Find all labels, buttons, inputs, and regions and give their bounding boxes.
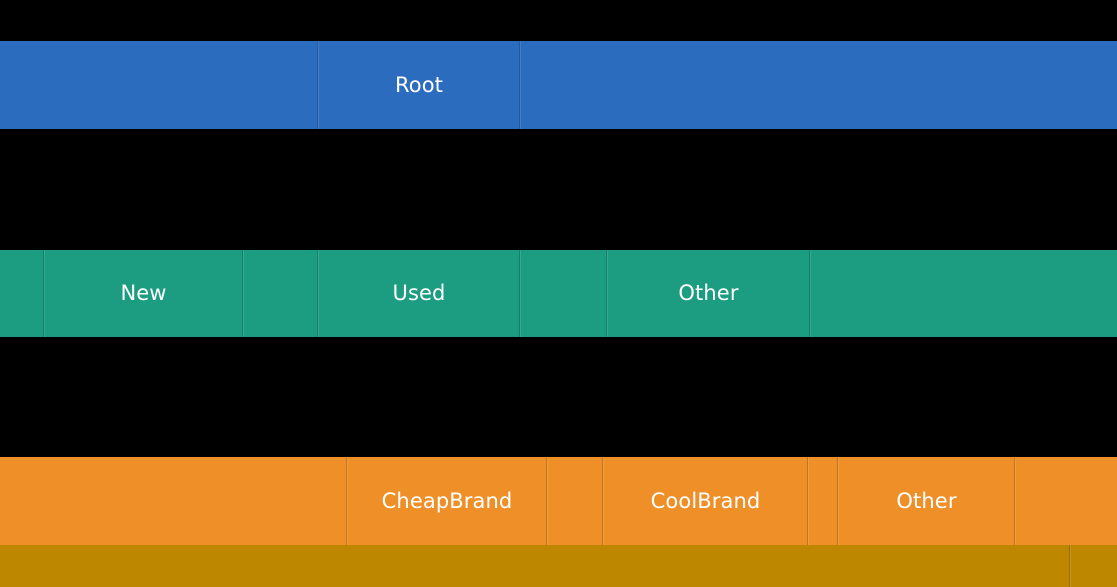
- node-brand-4[interactable]: [808, 457, 838, 545]
- node-category-4[interactable]: [520, 250, 607, 337]
- node-root-2[interactable]: [520, 41, 1117, 129]
- brand-level: CheapBrand CoolBrand Other: [0, 457, 1117, 545]
- node-root-0[interactable]: [0, 41, 318, 129]
- node-label: Used: [392, 281, 446, 305]
- node-brand-0[interactable]: [0, 457, 347, 545]
- node-coolbrand[interactable]: CoolBrand: [603, 457, 808, 545]
- node-category-6[interactable]: [810, 250, 1117, 337]
- node-other[interactable]: Other: [607, 250, 810, 337]
- node-root[interactable]: Root: [318, 41, 520, 129]
- node-used[interactable]: Used: [318, 250, 520, 337]
- node-label: New: [120, 281, 167, 305]
- node-label: CoolBrand: [650, 488, 761, 513]
- node-variant-0[interactable]: [0, 545, 1070, 587]
- node-category-2[interactable]: [243, 250, 318, 337]
- node-brand-2[interactable]: [547, 457, 603, 545]
- node-cheapbrand[interactable]: CheapBrand: [347, 457, 547, 545]
- node-label: Root: [395, 72, 443, 97]
- variant-level: [0, 545, 1117, 587]
- node-label: CheapBrand: [381, 488, 513, 513]
- node-category-0[interactable]: [0, 250, 44, 337]
- node-label: Other: [896, 488, 957, 513]
- node-label: Other: [678, 281, 739, 305]
- node-new[interactable]: New: [44, 250, 243, 337]
- category-level: New Used Other: [0, 250, 1117, 337]
- root-level: Root: [0, 41, 1117, 129]
- node-brand-6[interactable]: [1015, 457, 1117, 545]
- node-variant-1[interactable]: [1070, 545, 1117, 587]
- node-other[interactable]: Other: [838, 457, 1015, 545]
